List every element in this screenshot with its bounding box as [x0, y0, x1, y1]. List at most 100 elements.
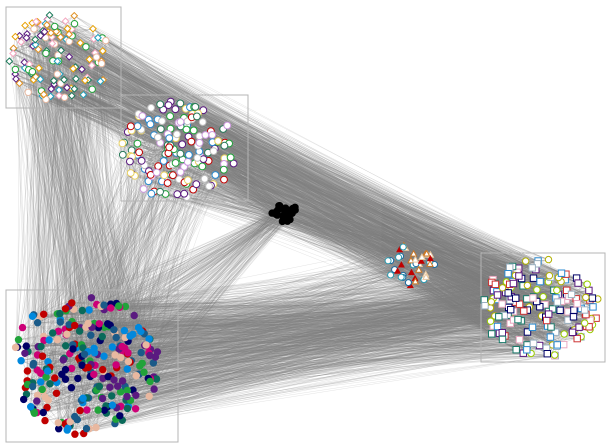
edge	[94, 52, 562, 302]
edge	[89, 59, 528, 286]
edge	[46, 50, 594, 308]
edge	[32, 22, 524, 287]
edge	[83, 94, 575, 311]
edge	[69, 56, 507, 283]
edge	[35, 39, 498, 296]
edge	[57, 32, 528, 286]
edge	[92, 88, 587, 315]
edge	[74, 15, 495, 317]
edge	[24, 67, 593, 299]
edge	[49, 14, 537, 302]
edge	[26, 33, 516, 276]
edge	[13, 48, 569, 313]
edge	[45, 37, 536, 270]
edge	[31, 73, 486, 306]
edge	[24, 25, 547, 321]
edge	[35, 76, 579, 284]
edge	[32, 71, 529, 309]
edge	[50, 32, 578, 304]
edge	[28, 92, 569, 297]
edge	[54, 26, 591, 321]
edge	[60, 36, 528, 286]
edge	[26, 33, 555, 356]
edge	[65, 20, 574, 318]
edge	[87, 79, 549, 283]
edge	[68, 34, 506, 337]
edge	[15, 36, 498, 327]
edge	[74, 23, 532, 354]
edge	[46, 24, 516, 299]
edge	[91, 65, 513, 267]
edge	[105, 40, 591, 301]
edge	[33, 79, 540, 307]
edge	[35, 39, 582, 309]
edge	[35, 21, 558, 346]
edge	[50, 96, 492, 283]
edge	[102, 37, 503, 305]
edge-layer	[9, 14, 598, 435]
edge	[35, 21, 505, 316]
edge	[19, 82, 588, 285]
edge	[69, 41, 552, 328]
edge	[97, 37, 548, 327]
edge	[47, 19, 577, 300]
edge	[32, 71, 575, 311]
edge	[93, 38, 560, 310]
edge	[15, 73, 510, 268]
edge	[60, 36, 557, 291]
edge	[34, 40, 522, 322]
edge	[45, 23, 548, 327]
edge	[74, 15, 524, 354]
edge	[57, 60, 588, 285]
edge	[40, 35, 591, 301]
edge	[73, 68, 503, 333]
edge	[71, 28, 555, 291]
edge	[34, 40, 558, 303]
edge	[12, 53, 598, 300]
edge	[57, 73, 509, 274]
edge	[58, 89, 558, 303]
edge	[26, 37, 541, 282]
edge	[41, 25, 571, 295]
edge	[47, 31, 540, 347]
edge	[69, 56, 540, 307]
edge	[60, 36, 507, 283]
edge	[56, 31, 492, 283]
edge	[20, 41, 566, 280]
edge	[47, 19, 586, 315]
edge	[32, 45, 540, 307]
edge	[43, 94, 503, 305]
edge	[75, 66, 524, 354]
edge	[38, 67, 549, 260]
edge	[74, 88, 575, 311]
edge	[33, 28, 549, 283]
edge	[57, 73, 510, 268]
edge	[102, 37, 520, 305]
edge	[40, 35, 542, 317]
edge	[54, 83, 598, 300]
edge	[87, 77, 514, 284]
edge	[52, 43, 494, 291]
edge	[68, 34, 529, 309]
edge	[58, 60, 496, 285]
edge	[102, 50, 528, 333]
edge	[45, 23, 519, 320]
edge	[9, 60, 546, 305]
edge	[33, 28, 586, 315]
edge	[35, 39, 513, 267]
edge	[100, 81, 542, 317]
edge	[52, 43, 546, 305]
edge	[92, 88, 578, 304]
edge	[45, 53, 593, 299]
edge	[40, 35, 503, 340]
edge	[92, 28, 548, 354]
edge	[50, 32, 574, 332]
edge	[28, 92, 562, 274]
edge	[41, 90, 492, 335]
edge	[13, 48, 558, 346]
edge	[71, 35, 582, 309]
edge	[94, 52, 516, 276]
edge	[89, 59, 510, 285]
edge	[60, 83, 509, 294]
edge	[94, 52, 559, 278]
